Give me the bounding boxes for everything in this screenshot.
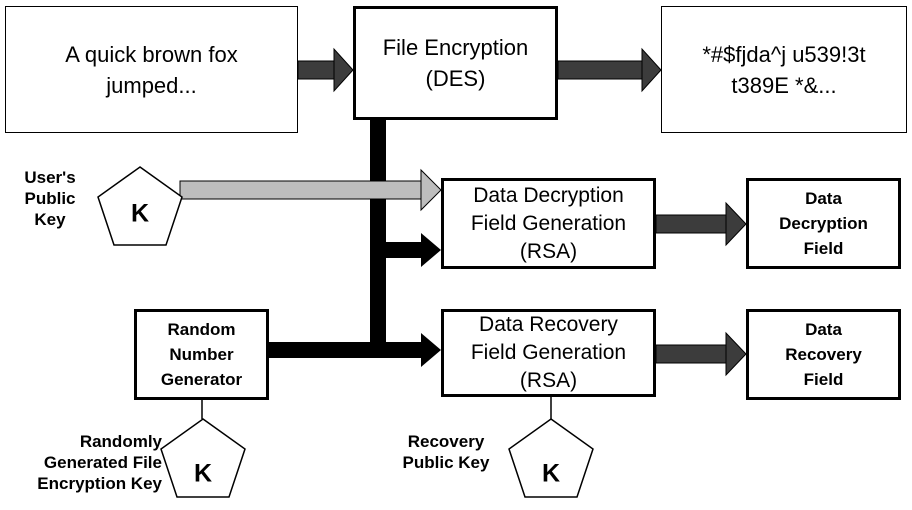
plaintext-to-encryption-arrow — [297, 47, 354, 93]
branch-to-ddf-arrowhead — [421, 233, 441, 267]
ddf-generation-box: Data Decryption Field Generation (RSA) — [441, 178, 656, 269]
rng-output-bar — [269, 342, 386, 358]
file-encryption-algorithm: (DES) — [425, 66, 486, 91]
ddf-generation-line-2: Field Generation — [470, 211, 627, 235]
drf-generation-box: Data Recovery Field Generation (RSA) — [441, 309, 656, 397]
file-key-label-line-1: Randomly — [79, 432, 162, 451]
rng-line-3: Generator — [160, 370, 243, 389]
ddf-output-line-1: Data — [805, 189, 842, 208]
ddf-output-arrow — [655, 201, 747, 247]
drf-output-line-3: Field — [803, 370, 844, 389]
users-public-key-label-line-3: Key — [34, 210, 66, 229]
file-key-label-line-2: Generated File — [43, 453, 162, 472]
random-number-generator-box: Random Number Generator — [134, 309, 269, 400]
recovery-key-label-line-2: Public Key — [402, 453, 490, 472]
file-key-pentagon-icon — [160, 418, 246, 498]
drf-output-box: Data Recovery Field — [746, 309, 901, 400]
file-encryption-key-label: Randomly Generated File Encryption Key — [2, 431, 162, 494]
ciphertext-box: *#$fjda^j u539!3t t389E *&... — [661, 6, 907, 133]
ciphertext-line-2: t389E *&... — [731, 72, 837, 98]
ddf-output-box: Data Decryption Field — [746, 178, 901, 269]
drf-generation-line-1: Data Recovery — [479, 313, 618, 336]
file-encryption-title: File Encryption — [382, 35, 529, 60]
plaintext-line-1: A quick brown fox — [65, 41, 238, 67]
key-distribution-spine — [370, 120, 386, 358]
recovery-key-symbol: K — [541, 459, 561, 488]
recovery-public-key-label: Recovery Public Key — [386, 431, 506, 473]
drf-generation-line-2: Field Generation — [470, 341, 627, 364]
users-public-key-label: User's Public Key — [6, 167, 94, 230]
ddf-generation-line-3: (RSA) — [519, 239, 578, 263]
ciphertext-line-1: *#$fjda^j u539!3t — [702, 41, 866, 67]
recovery-key-pentagon-icon — [508, 418, 594, 498]
encryption-to-ciphertext-arrow — [557, 47, 662, 93]
ddf-generation-line-1: Data Decryption — [473, 183, 624, 207]
file-key-label-line-3: Encryption Key — [37, 474, 162, 493]
rng-line-1: Random — [167, 320, 236, 339]
users-public-key-label-line-1: User's — [24, 168, 76, 187]
ddf-output-line-3: Field — [803, 239, 844, 258]
users-public-key-label-line-2: Public — [24, 189, 76, 208]
plaintext-box: A quick brown fox jumped... — [5, 6, 298, 133]
file-encryption-box: File Encryption (DES) — [353, 6, 558, 120]
drf-generation-line-3: (RSA) — [519, 369, 578, 392]
ddf-output-line-2: Decryption — [779, 214, 868, 233]
user-key-to-ddf-arrow — [179, 168, 442, 212]
user-key-symbol: K — [130, 199, 150, 228]
drf-output-line-2: Recovery — [785, 345, 862, 364]
rng-line-2: Number — [169, 345, 234, 364]
user-key-pentagon-icon — [97, 166, 183, 246]
drf-output-line-1: Data — [805, 320, 842, 339]
branch-to-drf-arrowhead — [421, 333, 441, 367]
branch-to-ddf-shaft — [386, 242, 421, 258]
branch-to-drf-shaft — [386, 342, 421, 358]
recovery-key-label-line-1: Recovery — [407, 432, 485, 451]
drf-output-arrow — [655, 331, 747, 377]
file-key-symbol: K — [193, 459, 213, 488]
plaintext-line-2: jumped... — [106, 72, 197, 98]
